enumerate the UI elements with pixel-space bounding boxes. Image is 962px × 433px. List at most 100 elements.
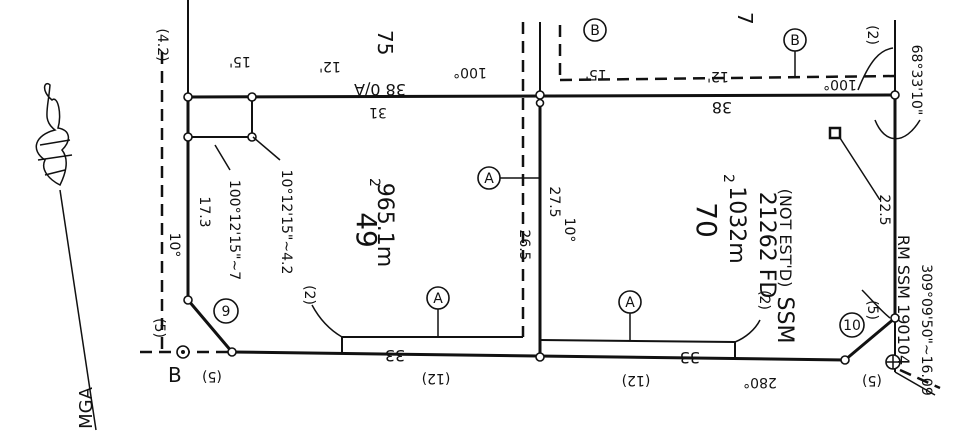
bearing-notch-2: 10°12'15"~4.2	[278, 170, 294, 275]
bearing-bottom-lot49: 33	[385, 346, 405, 365]
lot-75-number: 75	[373, 30, 397, 55]
ssm-text: 21262 FD (NOT EST'D) SSM RM SSM 190104	[754, 189, 913, 365]
paren-2-lot70: (2)	[756, 290, 772, 310]
lot-49: 49 965.1m 2	[350, 178, 397, 267]
bearing-notch-1: 100°12'15"~7	[226, 180, 242, 280]
bearing-left-lower: 10°	[166, 233, 182, 258]
circle-a-lot70-label: A	[625, 295, 635, 311]
paren-12-lot70: (12)	[622, 372, 651, 388]
offset-top-5: 12'	[707, 68, 729, 84]
bearing-left-side: 17.3	[196, 196, 212, 227]
bottom-right-dashed	[899, 368, 941, 390]
ssm-square-icon	[828, 126, 842, 140]
lot-49-area: 965.1m	[372, 183, 397, 267]
lower-right-corner-line	[843, 316, 897, 362]
circle-b-top-label: B	[590, 23, 600, 39]
paren-5-bottom-right: (5)	[862, 372, 882, 388]
circled-labels: A A A B B 9 10	[213, 18, 865, 340]
right-arc	[874, 119, 921, 140]
lot-70-number: 70	[690, 202, 723, 238]
bearing-bottom-lot70: 33	[680, 348, 700, 367]
left-paren-arc	[311, 304, 343, 338]
paren-5-right: (5)	[864, 300, 880, 320]
lot-70: 70 1032m 2	[690, 174, 749, 264]
offset-top-7: 31	[369, 104, 387, 120]
ssm-prefix: SSM	[772, 297, 797, 344]
lot-49-number: 49	[350, 212, 383, 248]
bearing-top-lot70: 38	[712, 98, 732, 117]
node-bottom-right	[840, 355, 850, 365]
node-top-right	[890, 90, 900, 100]
survey-mark-b-dot-icon	[181, 350, 185, 354]
bearing-center-2: 10°	[561, 218, 577, 243]
curved-leaders	[214, 47, 921, 343]
north-arrow: MGA	[35, 83, 97, 431]
bearings: 38 0/A 38 15' 12' 100° 15' 12' 100° 31 1…	[166, 45, 934, 396]
circle-9-label: 9	[222, 304, 231, 320]
bearing-top-lot49: 38 0/A	[354, 80, 406, 99]
lower-left-corner-line	[186, 298, 234, 354]
paren-5-left: (5)	[151, 318, 167, 338]
node-bottom-left	[227, 347, 237, 357]
north-arrow-shaft	[59, 189, 97, 431]
right-bottom-tail	[894, 371, 936, 396]
offset-top-3: 100°	[453, 64, 487, 80]
right-paren-arc	[734, 319, 761, 343]
node-left-low	[183, 295, 193, 305]
offset-top-1: 15'	[229, 53, 251, 69]
bearing-center-3: 26.5	[516, 229, 532, 260]
bearing-bottom-right: 280°	[743, 374, 777, 390]
offset-top-2: 12'	[319, 58, 341, 74]
paren-5-bottom-left: (5)	[202, 368, 222, 384]
paren-2-topright: (2)	[864, 25, 880, 45]
circle-b-right-label: B	[790, 33, 800, 49]
rm-ssm-label: RM SSM 190104	[894, 235, 913, 365]
survey-mark-rm-cross-icon	[886, 355, 900, 369]
lot70-easement-line	[539, 339, 736, 343]
circle-b-top	[583, 18, 607, 42]
lot-70-area: 1032m	[724, 186, 749, 263]
node-tl	[183, 92, 193, 102]
paren-2-lot49: (2)	[301, 285, 317, 305]
paren-12-lot49: (12)	[422, 370, 451, 386]
survey-marks	[176, 126, 901, 370]
mark-b-left: B	[168, 363, 182, 387]
lot-49-area-sup: 2	[366, 178, 382, 187]
bearing-right-side: 68°33'10"	[908, 45, 924, 116]
notch-leader-1	[214, 144, 231, 171]
ssm-fd-label: 21262 FD	[754, 192, 779, 299]
circle-9	[213, 298, 239, 324]
circle-a-lot49-label: A	[433, 291, 443, 307]
lot-70-area-sup: 2	[720, 174, 736, 183]
bearing-right-mid: 22.5	[876, 194, 892, 225]
circle-10-label: 10	[843, 318, 861, 334]
north-arrow-label: MGA	[76, 386, 97, 428]
node-notch-tr	[247, 92, 257, 102]
bearing-right-low: 309°09'50"~16.09	[918, 264, 934, 395]
corner-nodes	[183, 90, 900, 365]
offset-top-4: 15'	[585, 66, 607, 82]
node-center-top	[535, 90, 545, 100]
circle-10	[839, 312, 865, 338]
paren-marks: (4.2) (2) (2) (2) (5) (5) (5) (5) (12) (…	[151, 25, 882, 388]
node-notch-bl	[183, 132, 193, 142]
node-notch-br	[247, 132, 257, 142]
right-lower-arc	[861, 289, 891, 319]
north-arrow-feather-icon	[37, 139, 73, 176]
top-right-arc	[857, 47, 894, 91]
node-right-low	[890, 313, 900, 323]
node-center-top-2	[535, 98, 545, 108]
notch-lines	[188, 97, 253, 138]
bearing-center-1: 27.5	[546, 186, 562, 217]
paren-4-2: (4.2)	[154, 28, 170, 61]
offset-top-6: 100°	[823, 76, 857, 92]
ssm-not-estd: (NOT EST'D)	[776, 189, 795, 288]
notch-leader-2	[252, 136, 281, 161]
circle-a-center-label: A	[484, 171, 494, 187]
lot-7-number: 7	[733, 12, 757, 25]
easement-lines	[140, 22, 896, 358]
neighbour-lines	[187, 0, 936, 396]
ssm-leader-line	[839, 137, 881, 201]
node-center-bottom	[535, 352, 545, 362]
